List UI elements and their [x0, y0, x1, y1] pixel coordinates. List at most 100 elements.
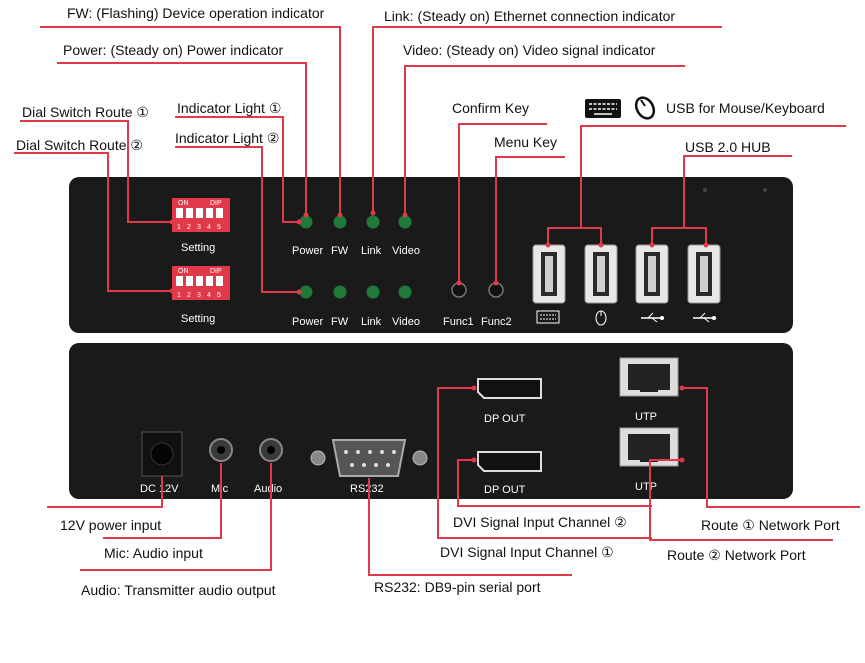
leader-dial2 — [14, 152, 172, 292]
dip-on-label: ON — [178, 200, 189, 207]
leader-usb-hub-bracket — [651, 227, 707, 245]
mic-label: Mic — [211, 483, 229, 495]
callout-route1: Route ① Network Port — [701, 517, 840, 533]
led-video-1 — [398, 215, 412, 229]
dip-dip-label: DIP — [210, 200, 222, 207]
callout-audio: Audio: Transmitter audio output — [81, 582, 276, 598]
leader-usb-hub — [683, 155, 792, 228]
audio-label: Audio — [254, 483, 282, 495]
callout-mic: Mic: Audio input — [104, 545, 203, 561]
rs232-port[interactable] — [310, 439, 428, 477]
dip-num: 4 — [207, 224, 211, 231]
led-label-link: Link — [361, 316, 382, 328]
rs232-label: RS232 — [350, 483, 384, 495]
leader-dvi1 — [437, 387, 652, 539]
callout-ind2: Indicator Light ② — [175, 130, 279, 146]
callout-dvi2: DVI Signal Input Channel ② — [453, 514, 627, 530]
utp-label-1: UTP — [635, 411, 657, 423]
func1-label: Func1 — [443, 316, 474, 328]
dip-num: 2 — [187, 224, 191, 231]
screw-hole — [703, 188, 707, 192]
led-label-fw: FW — [331, 245, 349, 257]
rear-panel — [69, 343, 793, 499]
dip-switch-2[interactable]: ON DIP 1 2 3 4 5 — [172, 266, 230, 300]
usb-port-keyboard[interactable] — [532, 244, 566, 304]
callout-menu: Menu Key — [494, 134, 557, 150]
led-label-power: Power — [292, 245, 324, 257]
callout-dvi1: DVI Signal Input Channel ① — [440, 544, 614, 560]
leader-ind1 — [175, 116, 299, 223]
mic-jack[interactable] — [209, 438, 233, 462]
led-label-power: Power — [292, 316, 324, 328]
usb-port-mouse[interactable] — [584, 244, 618, 304]
dp-out-port-2[interactable] — [477, 451, 542, 472]
callout-fw: FW: (Flashing) Device operation indicato… — [67, 5, 325, 21]
leader-dvi2 — [457, 459, 652, 507]
func2-label: Func2 — [481, 316, 512, 328]
led-link-1 — [366, 215, 380, 229]
setting-label-1: Setting — [181, 242, 215, 254]
leader-power — [57, 62, 307, 215]
dip-num: 3 — [197, 292, 201, 299]
dc-label: DC 12V — [140, 483, 179, 495]
callout-video: Video: (Steady on) Video signal indicato… — [403, 42, 656, 58]
dip-num: 1 — [177, 292, 181, 299]
callout-rs232: RS232: DB9-pin serial port — [374, 579, 541, 595]
led-link-2 — [366, 285, 380, 299]
dip-on-label: ON — [178, 268, 189, 275]
callout-usb-mk: USB for Mouse/Keyboard — [666, 100, 825, 116]
mouse-icon — [634, 96, 656, 120]
usb-port-hub-2[interactable] — [687, 244, 721, 304]
usb-port-hub-1[interactable] — [635, 244, 669, 304]
leader-confirm — [458, 123, 547, 283]
leader-dial1 — [20, 120, 172, 223]
led-fw-1 — [333, 215, 347, 229]
led-power-1 — [299, 215, 313, 229]
dip-num: 5 — [217, 224, 221, 231]
callout-link: Link: (Steady on) Ethernet connection in… — [384, 8, 675, 24]
leader-route1 — [682, 387, 860, 508]
led-row-1 — [299, 215, 412, 229]
leader-dc — [47, 476, 163, 508]
leader-ind2 — [175, 146, 299, 293]
leader-usb-mk — [580, 125, 846, 228]
dip-switch-1[interactable]: ON DIP 1 2 3 4 5 — [172, 198, 230, 232]
dc-power-jack[interactable] — [141, 431, 183, 477]
led-label-link: Link — [361, 245, 382, 257]
dp-out-label-2: DP OUT — [484, 484, 526, 496]
dip-num: 4 — [207, 292, 211, 299]
utp-label-2: UTP — [635, 481, 657, 493]
audio-jack[interactable] — [259, 438, 283, 462]
screw-hole — [763, 188, 767, 192]
leader-menu — [495, 156, 565, 283]
leader-audio — [80, 463, 272, 571]
callout-route2: Route ② Network Port — [667, 547, 806, 563]
leader-link — [372, 26, 722, 213]
led-label-video: Video — [392, 245, 420, 257]
led-row-2 — [299, 285, 412, 299]
dip-num: 1 — [177, 224, 181, 231]
setting-label-2: Setting — [181, 313, 215, 325]
led-power-2 — [299, 285, 313, 299]
led-fw-2 — [333, 285, 347, 299]
callout-confirm: Confirm Key — [452, 100, 529, 116]
leader-fw — [40, 26, 341, 215]
callout-usb-hub: USB 2.0 HUB — [685, 139, 771, 155]
mouse-icon — [595, 310, 607, 326]
utp-port-1[interactable] — [619, 357, 679, 397]
callout-dc: 12V power input — [60, 517, 161, 533]
leader-lines — [14, 26, 860, 576]
callout-power: Power: (Steady on) Power indicator — [63, 42, 284, 58]
leader-mic — [103, 463, 222, 539]
dip-dip-label: DIP — [210, 268, 222, 275]
dp-out-port-1[interactable] — [477, 378, 542, 399]
leader-rs232 — [368, 478, 572, 576]
callout-dial1: Dial Switch Route ① — [22, 104, 149, 120]
usb-symbol-icon — [641, 312, 664, 323]
dip-num: 5 — [217, 292, 221, 299]
leader-usb-mk-bracket — [547, 227, 602, 245]
callout-ind1: Indicator Light ① — [177, 100, 281, 116]
led-video-2 — [398, 285, 412, 299]
callout-dial2: Dial Switch Route ② — [16, 137, 143, 153]
